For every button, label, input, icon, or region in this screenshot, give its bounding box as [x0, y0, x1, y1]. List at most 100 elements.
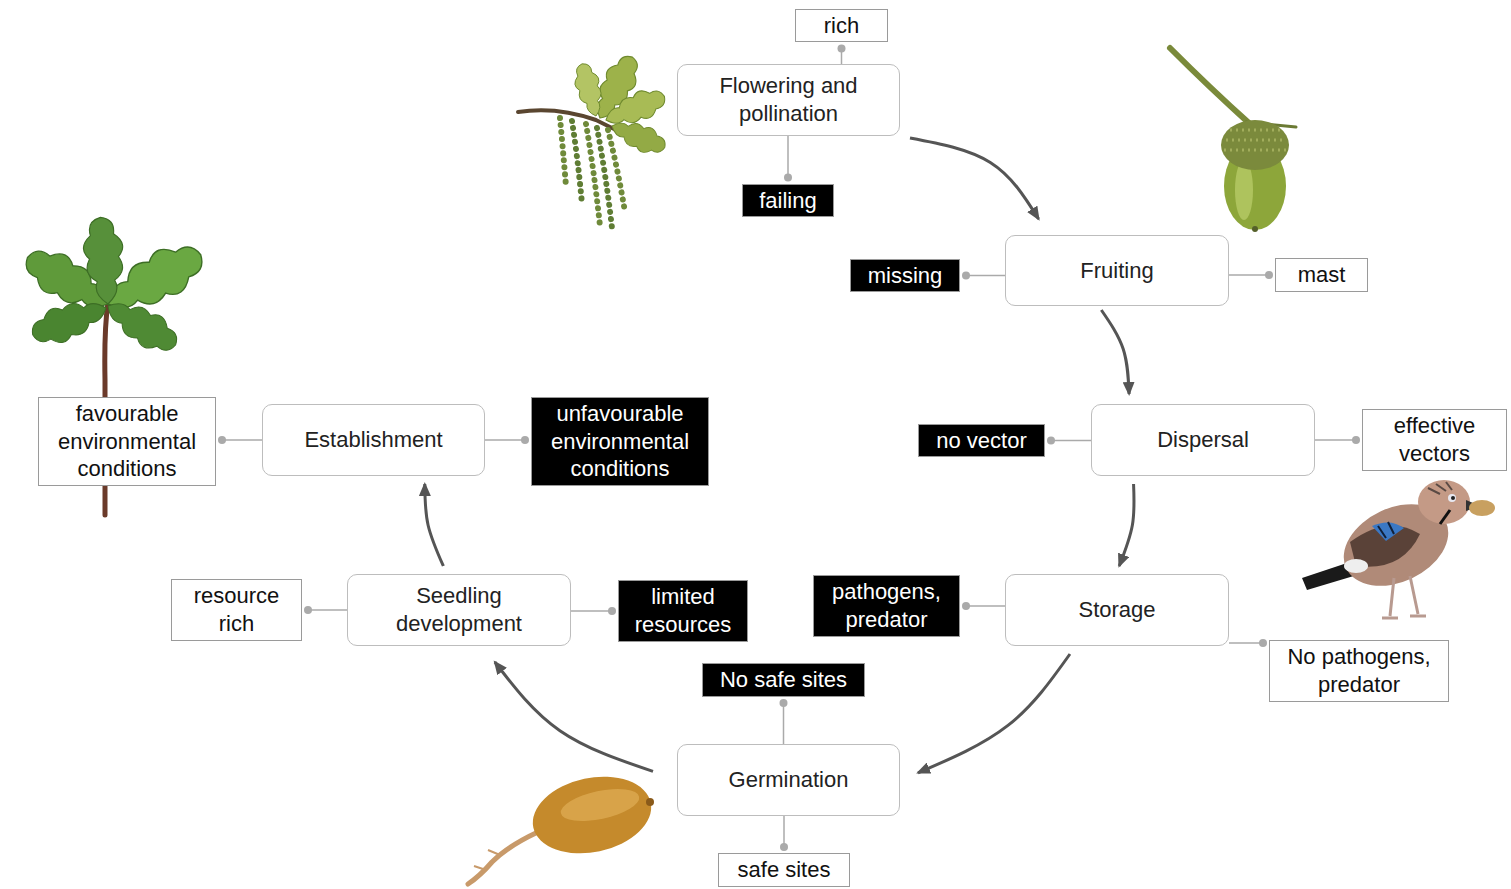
connector-dot: [784, 174, 792, 182]
connector-dot: [521, 436, 529, 444]
stage-box: Germination: [677, 744, 900, 816]
connector-group: [1229, 639, 1267, 647]
jay-illustration: [1302, 480, 1495, 618]
node-label: No pathogens, predator: [1276, 643, 1442, 699]
connector-group: [1315, 436, 1360, 444]
connector-dot: [304, 606, 312, 614]
node-label: missing: [868, 262, 943, 290]
acorn-tip: [1252, 226, 1258, 232]
stage-box: Flowering and pollination: [677, 64, 900, 136]
acorn-illustration: [1170, 48, 1296, 232]
node-label: rich: [824, 12, 859, 40]
node-label: Storage: [1078, 596, 1155, 624]
failure-box: unfavourable environmental conditions: [531, 397, 709, 487]
connector-group: [918, 654, 1070, 773]
connector-dot: [962, 602, 970, 610]
outcome-line: [966, 605, 1005, 607]
acorn-seed-highlight: [558, 783, 642, 827]
acorn-cup: [1221, 120, 1289, 170]
outcome-box: favourable environmental conditions: [38, 397, 216, 487]
jay-wing-patch: [1372, 522, 1404, 541]
connector-group: [1119, 484, 1134, 566]
connector-dot: [1352, 436, 1360, 444]
connector-dot: [608, 607, 616, 615]
cycle-arrow: [495, 662, 653, 771]
connector-group: [304, 606, 347, 614]
failure-box: no vector: [918, 424, 1045, 458]
connector-dot: [780, 843, 788, 851]
node-label: Flowering and pollination: [684, 72, 893, 128]
catkin: [608, 130, 625, 212]
failure-box: No safe sites: [702, 663, 865, 697]
outcome-line: [1229, 274, 1269, 276]
connector-group: [780, 816, 788, 851]
connector-group: [1047, 437, 1091, 445]
connector-dot: [1047, 437, 1055, 445]
node-label: No safe sites: [720, 666, 847, 694]
connector-group: [962, 602, 1005, 610]
failure-box: limited resources: [618, 580, 748, 642]
node-label: safe sites: [738, 856, 831, 884]
jay-crest: [1428, 482, 1452, 494]
node-label: failing: [759, 187, 816, 215]
stage-box: Seedling development: [347, 574, 571, 646]
connector-dot: [1265, 271, 1273, 279]
outcome-line: [966, 275, 1005, 277]
connector-group: [962, 272, 1005, 280]
stage-box: Dispersal: [1091, 404, 1315, 476]
outcome-line: [1315, 439, 1356, 441]
connector-group: [780, 699, 788, 744]
outcome-line: [485, 439, 525, 441]
connector-group: [784, 136, 792, 182]
seedling-leaf: [81, 216, 128, 306]
node-label: Seedling development: [354, 582, 564, 638]
connector-group: [218, 436, 262, 444]
germinating-acorn-illustration: [468, 766, 658, 884]
seedling-leaf: [99, 291, 184, 361]
jay-eye: [1448, 494, 1456, 502]
node-label: limited resources: [625, 583, 741, 639]
leaf: [570, 61, 608, 119]
outcome-box: safe sites: [718, 853, 850, 887]
jay-moustache: [1440, 510, 1450, 524]
cycle-arrow: [918, 654, 1070, 773]
failure-box: failing: [742, 184, 834, 218]
outcome-box: resource rich: [171, 579, 302, 641]
stage-box: Fruiting: [1005, 235, 1229, 306]
outcome-line: [787, 136, 789, 178]
connector-dot: [1259, 639, 1267, 647]
jay-wing-bars: [1378, 522, 1394, 538]
node-label: resource rich: [178, 582, 295, 638]
node-label: pathogens, predator: [820, 578, 953, 634]
outcome-line: [571, 610, 612, 612]
jay-legs: [1382, 576, 1426, 618]
stage-box: Establishment: [262, 404, 485, 476]
node-label: effective vectors: [1369, 412, 1500, 468]
cycle-arrow: [910, 138, 1039, 219]
node-label: Establishment: [304, 426, 442, 454]
acorn-seed-tip: [646, 798, 654, 806]
cycle-arrow: [1119, 484, 1134, 566]
jay-head: [1418, 480, 1470, 524]
outcome-line: [783, 703, 785, 744]
oak-flower-illustration: [518, 50, 670, 228]
connector-dot: [218, 436, 226, 444]
connector-dot: [838, 44, 846, 52]
seedling-leaf: [27, 291, 112, 351]
cycle-arrow: [1101, 310, 1129, 394]
connector-group: [495, 662, 653, 771]
node-label: unfavourable environmental conditions: [538, 400, 702, 484]
catkin: [560, 118, 566, 186]
connector-group: [485, 436, 529, 444]
outcome-box: No pathogens, predator: [1269, 640, 1449, 702]
rootlets: [474, 850, 500, 870]
outcome-line: [783, 816, 785, 847]
node-label: Dispersal: [1157, 426, 1249, 454]
outcome-box: rich: [795, 9, 888, 43]
acorn-seed: [526, 766, 659, 863]
node-label: favourable environmental conditions: [45, 400, 209, 484]
carried-acorn: [1469, 500, 1495, 516]
connector-group: [1229, 271, 1273, 279]
catkin: [572, 121, 582, 204]
outcome-line: [222, 439, 262, 441]
